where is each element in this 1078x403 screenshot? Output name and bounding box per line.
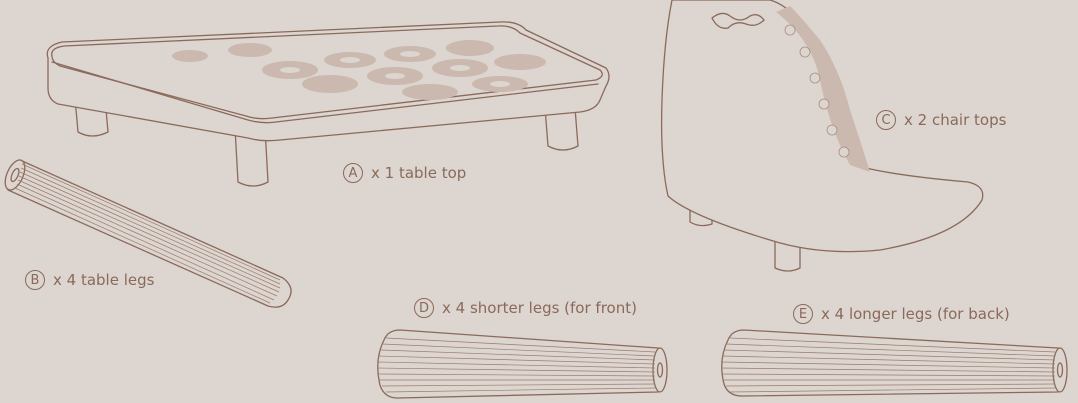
letter-badge-e: E: [793, 304, 813, 324]
letter-badge-a: A: [343, 163, 363, 183]
table-top-illustration: [47, 22, 609, 186]
shorter-leg-illustration: [377, 330, 667, 398]
part-label-c: C x 2 chair tops: [876, 110, 1006, 130]
part-text-b: x 4 table legs: [53, 271, 154, 289]
part-label-b: B x 4 table legs: [25, 270, 154, 290]
part-text-d: x 4 shorter legs (for front): [442, 299, 637, 317]
chair-top-illustration: [662, 0, 983, 271]
part-label-d: D x 4 shorter legs (for front): [414, 298, 637, 318]
letter-badge-d: D: [414, 298, 434, 318]
part-label-a: A x 1 table top: [343, 163, 466, 183]
part-text-c: x 2 chair tops: [904, 111, 1006, 129]
part-text-e: x 4 longer legs (for back): [821, 305, 1010, 323]
longer-leg-illustration: [721, 330, 1067, 396]
letter-badge-c: C: [876, 110, 896, 130]
part-label-e: E x 4 longer legs (for back): [793, 304, 1010, 324]
part-text-a: x 1 table top: [371, 164, 466, 182]
letter-badge-b: B: [25, 270, 45, 290]
